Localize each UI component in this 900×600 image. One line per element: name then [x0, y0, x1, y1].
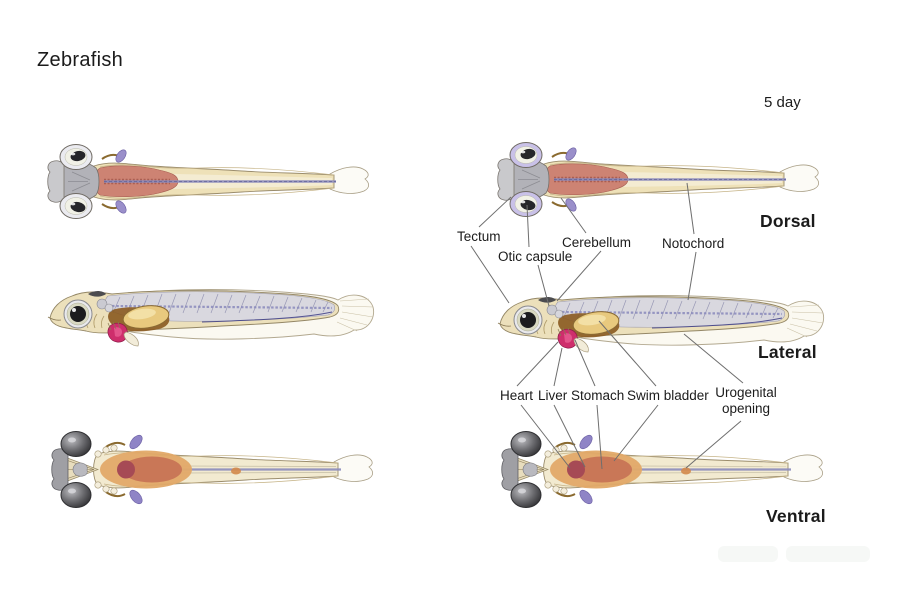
label-otic-capsule: Otic capsule	[498, 249, 573, 264]
dorsal-view-fish-left	[42, 142, 372, 222]
view-label-ventral: Ventral	[766, 506, 826, 526]
label-heart: Heart	[500, 388, 534, 403]
ventral-view-fish-right	[500, 430, 824, 509]
ventral-view-fish-left	[50, 430, 374, 509]
watermark-ghost	[718, 546, 778, 562]
label-swim-bladder: Swim bladder	[627, 388, 709, 403]
label-urogenital-opening: Urogenital opening	[715, 385, 777, 416]
page-title: Zebrafish	[37, 49, 124, 71]
lateral-view-fish-left	[46, 288, 375, 348]
view-label-lateral: Lateral	[758, 342, 817, 362]
label-stomach: Stomach	[571, 388, 625, 403]
label-notochord: Notochord	[662, 236, 725, 251]
label-cerebellum: Cerebellum	[562, 235, 632, 250]
watermark-ghost	[786, 546, 870, 562]
dorsal-view-fish-right	[492, 140, 822, 220]
label-tectum: Tectum	[457, 229, 501, 244]
timepoint-label: 5 day	[764, 94, 801, 111]
label-liver: Liver	[538, 388, 568, 403]
view-label-dorsal: Dorsal	[760, 211, 816, 231]
